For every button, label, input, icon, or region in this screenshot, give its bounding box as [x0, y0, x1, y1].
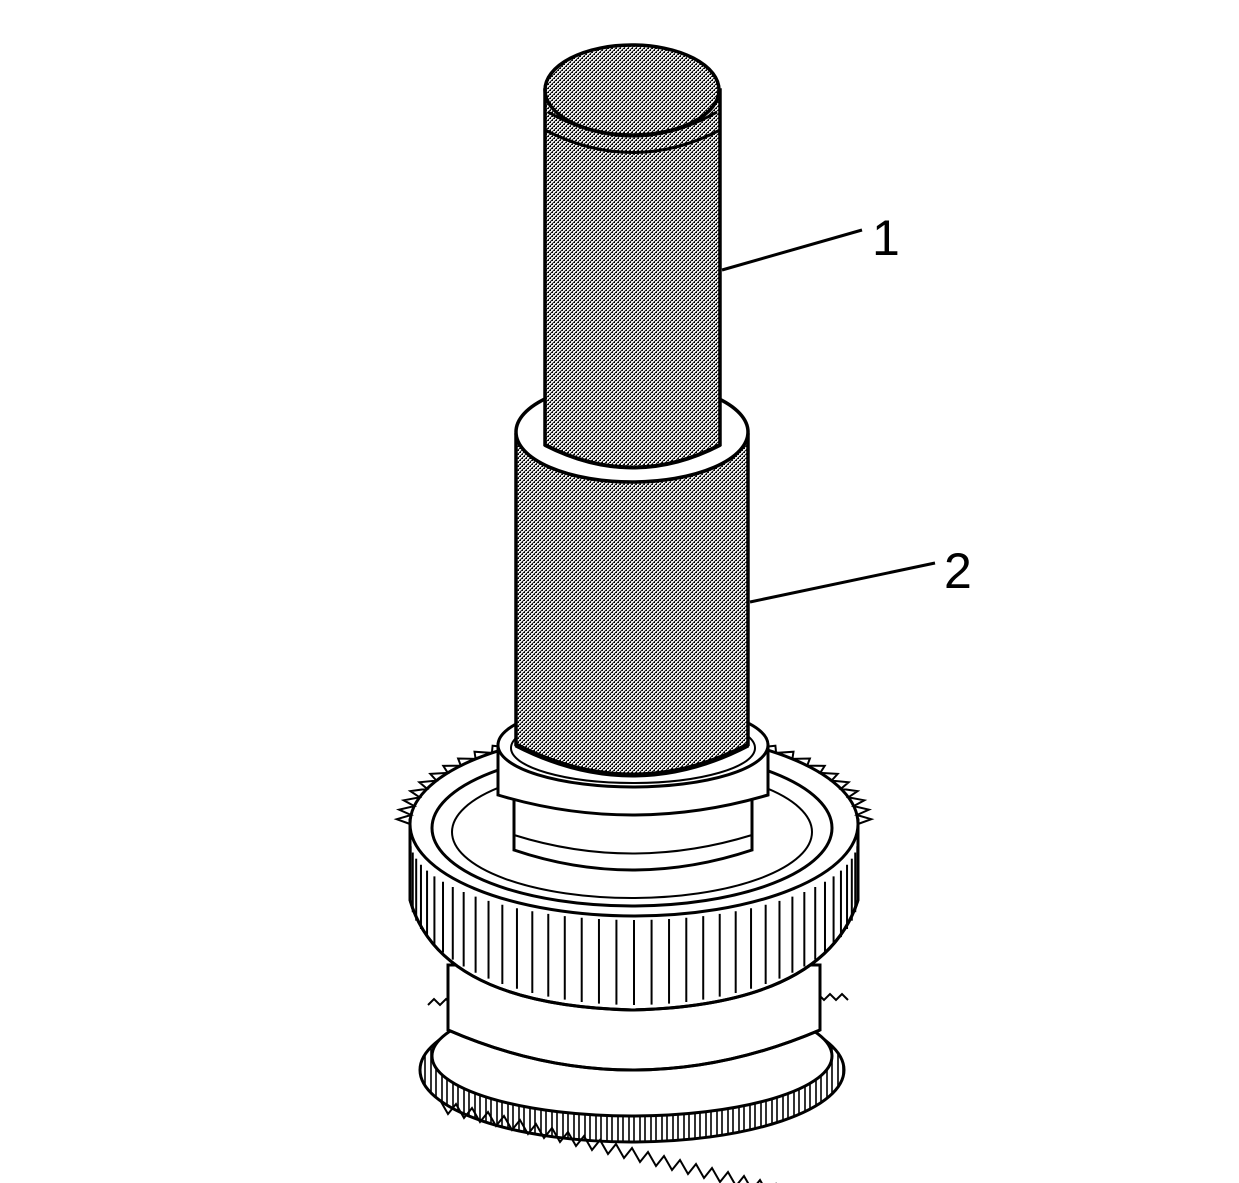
leader-line-1: [721, 228, 863, 272]
tool-part-1: [543, 43, 722, 470]
lower-gear: [418, 963, 849, 1183]
callout-2: 2: [749, 543, 972, 604]
callout-number-1: 1: [872, 210, 900, 266]
callout-1: 1: [721, 210, 900, 272]
leader-line-2: [749, 561, 936, 604]
callout-number-2: 2: [944, 543, 972, 599]
